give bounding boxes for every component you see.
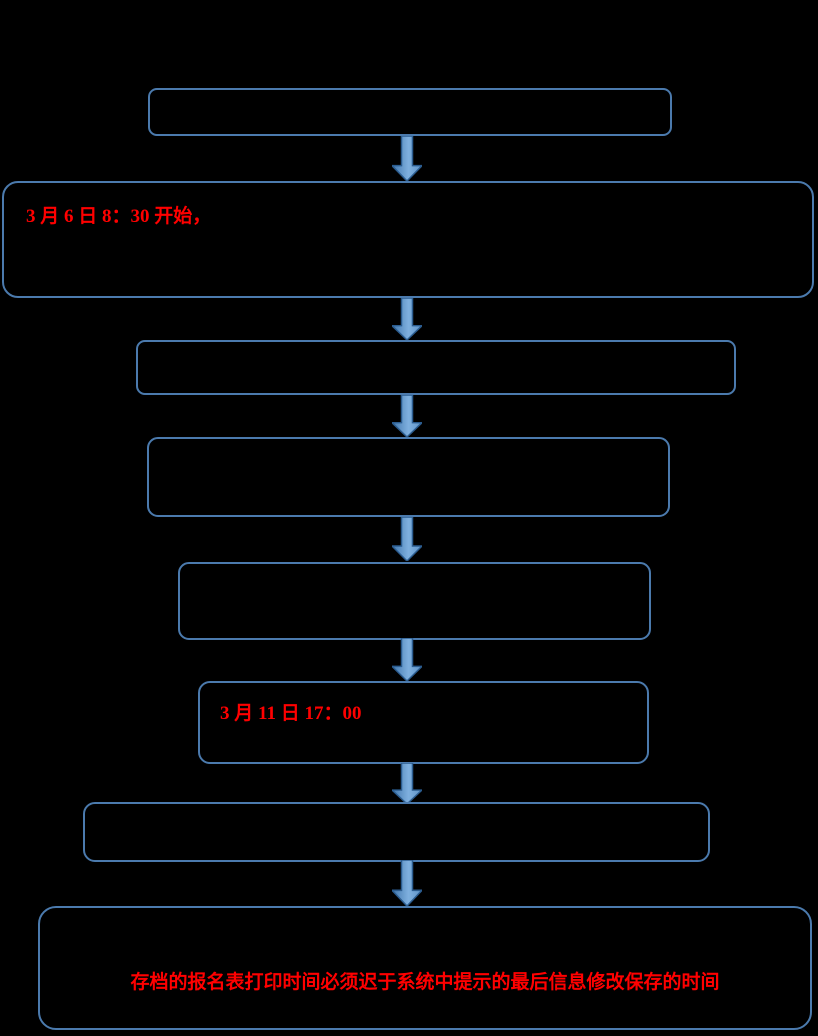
flow-step-2: 3 月 6 日 8：30 开始，: [2, 181, 814, 298]
down-arrow-icon: [392, 136, 422, 181]
flow-step-6-text: 3 月 11 日 17：00: [220, 703, 362, 724]
flow-step-7: [83, 802, 710, 862]
flow-step-8-text: 存档的报名表打印时间必须迟于系统中提示的最后信息修改保存的时间: [130, 972, 720, 993]
down-arrow-icon: [392, 395, 422, 437]
down-arrow-icon: [392, 860, 422, 906]
down-arrow-icon: [392, 517, 422, 561]
flow-step-3: [136, 340, 736, 395]
flow-step-8: 存档的报名表打印时间必须迟于系统中提示的最后信息修改保存的时间: [38, 906, 812, 1030]
flow-step-2-text: 3 月 6 日 8：30 开始，: [26, 206, 212, 227]
down-arrow-icon: [392, 298, 422, 340]
flow-step-1: [148, 88, 672, 136]
down-arrow-icon: [392, 763, 422, 804]
down-arrow-icon: [392, 638, 422, 681]
flow-step-6: 3 月 11 日 17：00: [198, 681, 649, 764]
flow-step-4: [147, 437, 670, 517]
flow-step-5: [178, 562, 651, 640]
